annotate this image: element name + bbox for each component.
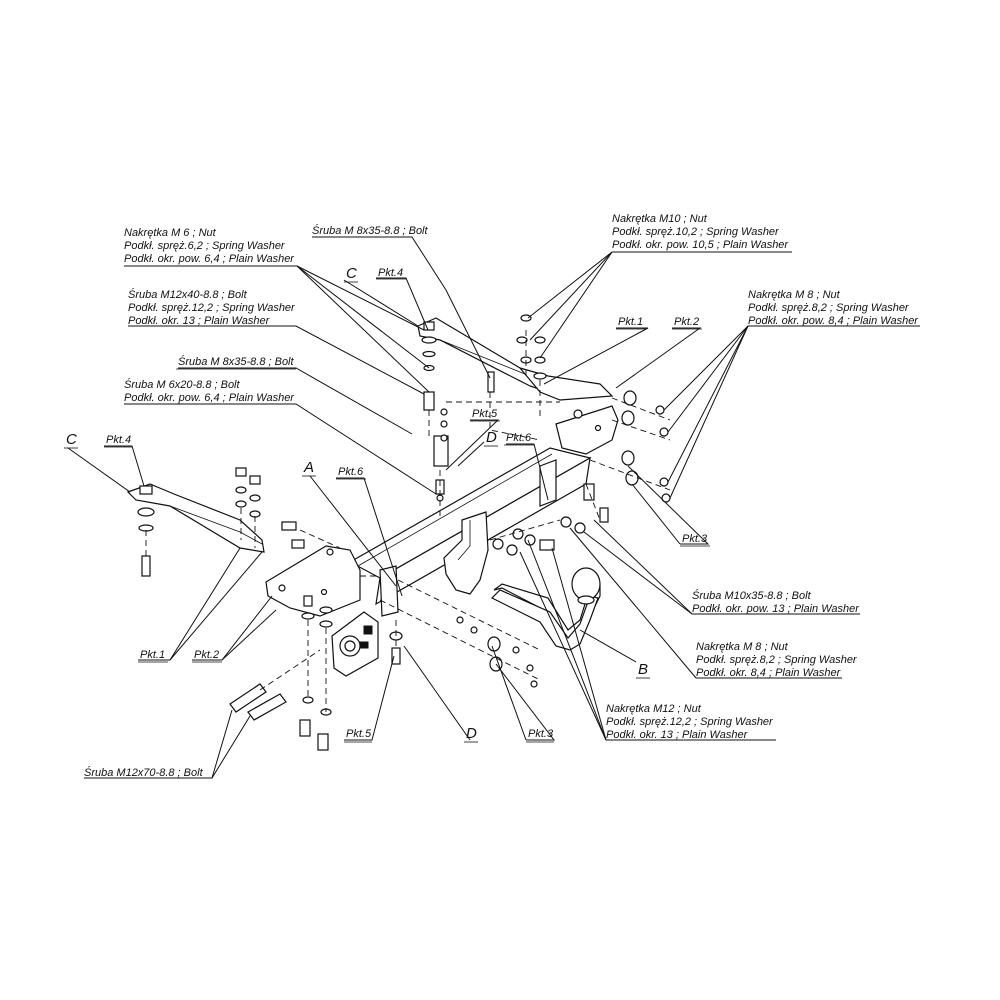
letter-c-left: C	[66, 431, 77, 448]
callout-nut-m8-right-line3: Podkł. okr. pow. 8,4 ; Plain Washer	[748, 315, 919, 327]
callout-bolt-m8-top: Śruba M 8x35-8.8 ; Bolt	[312, 224, 429, 237]
callout-nut-m8-lower-line2: Podkł. spręż.8,2 ; Spring Washer	[696, 654, 858, 666]
socket-plate	[331, 611, 379, 677]
callout-bolt-m10x35-line2: Podkł. okr. pow. 13 ; Plain Washer	[692, 603, 860, 615]
letter-d-top: D	[486, 429, 497, 446]
pkt5-top-label: Pkt.5	[472, 408, 498, 420]
callout-nut-m6-line1: Nakrętka M 6 ; Nut	[124, 227, 217, 239]
letter-a: A	[303, 459, 314, 476]
pkt3-right-label: Pkt.3	[682, 533, 708, 545]
pkt6-top-label: Pkt.6	[506, 432, 532, 444]
ball-neck-b	[490, 567, 601, 651]
callout-nut-m10-line2: Podkł. spręż.10,2 ; Spring Washer	[612, 226, 780, 238]
pkt2-top-label: Pkt.2	[674, 316, 699, 328]
pkt2-bottom-label: Pkt.2	[194, 649, 219, 661]
callout-bolt-m12x70: Śruba M12x70-8.8 ; Bolt	[84, 766, 204, 779]
pkt4-top-label: Pkt.4	[378, 267, 403, 279]
letter-d-bottom: D	[466, 725, 477, 742]
pkt3-bottom-label: Pkt.3	[528, 728, 554, 740]
callout-nut-m8-lower-line1: Nakrętka M 8 ; Nut	[696, 641, 789, 653]
callout-nut-m8-right-line1: Nakrętka M 8 ; Nut	[748, 289, 841, 301]
callout-bolt-m12x40-line2: Podkł. spręż.12,2 ; Spring Washer	[128, 302, 296, 314]
left-end-plate	[265, 545, 399, 617]
callout-nut-m10-line1: Nakrętka M10 ; Nut	[612, 213, 708, 225]
letter-labels: C C D A B D	[66, 265, 648, 742]
callout-nut-m10-line3: Podkł. okr. pow. 10,5 ; Plain Washer	[612, 239, 789, 251]
pkt1-top-label: Pkt.1	[618, 316, 643, 328]
callout-bolt-m12x40-line1: Śruba M12x40-8.8 ; Bolt	[128, 288, 248, 301]
callout-nut-m12-line1: Nakrętka M12 ; Nut	[606, 703, 702, 715]
label-underlines	[64, 278, 710, 743]
pkt5-bottom-label: Pkt.5	[346, 728, 372, 740]
callout-nut-m6-line2: Podkł. spręż.6,2 ; Spring Washer	[124, 240, 286, 252]
callout-nut-m8-lower-line3: Podkł. okr. 8,4 ; Plain Washer	[696, 667, 842, 679]
right-end-plate	[539, 405, 619, 507]
callout-texts: Nakrętka M 6 ; Nut Podkł. spręż.6,2 ; Sp…	[84, 213, 919, 779]
letter-b: B	[638, 661, 648, 678]
pkt-labels: Pkt.4 Pkt.4 Pkt.1 Pkt.2 Pkt.5 Pkt.6 Pkt.…	[106, 267, 708, 740]
callout-nut-m8-right-line2: Podkł. spręż.8,2 ; Spring Washer	[748, 302, 910, 314]
callout-bolt-m6x20-line2: Podkł. okr. pow. 6,4 ; Plain Washer	[124, 392, 295, 404]
pkt1-bottom-label: Pkt.1	[140, 649, 165, 661]
callout-bolt-m6x20-line1: Śruba M 6x20-8.8 ; Bolt	[124, 378, 241, 391]
callout-nut-m12-line2: Podkł. spręż.12,2 ; Spring Washer	[606, 716, 774, 728]
parts-drawing	[126, 314, 671, 751]
callout-bolt-m12x40-line3: Podkł. okr. 13 ; Plain Washer	[128, 315, 271, 327]
callout-bolt-m8-mid: Śruba M 8x35-8.8 ; Bolt	[178, 355, 295, 368]
leader-lines	[67, 236, 920, 779]
pkt6-mid-label: Pkt.6	[338, 466, 364, 478]
letter-c-top: C	[346, 265, 357, 282]
callout-nut-m12-line3: Podkł. okr. 13 ; Plain Washer	[606, 729, 749, 741]
pkt4-left-label: Pkt.4	[106, 434, 131, 446]
center-hanger	[443, 511, 489, 595]
assembly-lines	[145, 330, 671, 712]
callout-bolt-m10x35-line1: Śruba M10x35-8.8 ; Bolt	[692, 589, 812, 602]
bracket-c-top	[417, 317, 614, 401]
callout-nut-m6-line3: Podkł. okr. pow. 6,4 ; Plain Washer	[124, 253, 295, 265]
